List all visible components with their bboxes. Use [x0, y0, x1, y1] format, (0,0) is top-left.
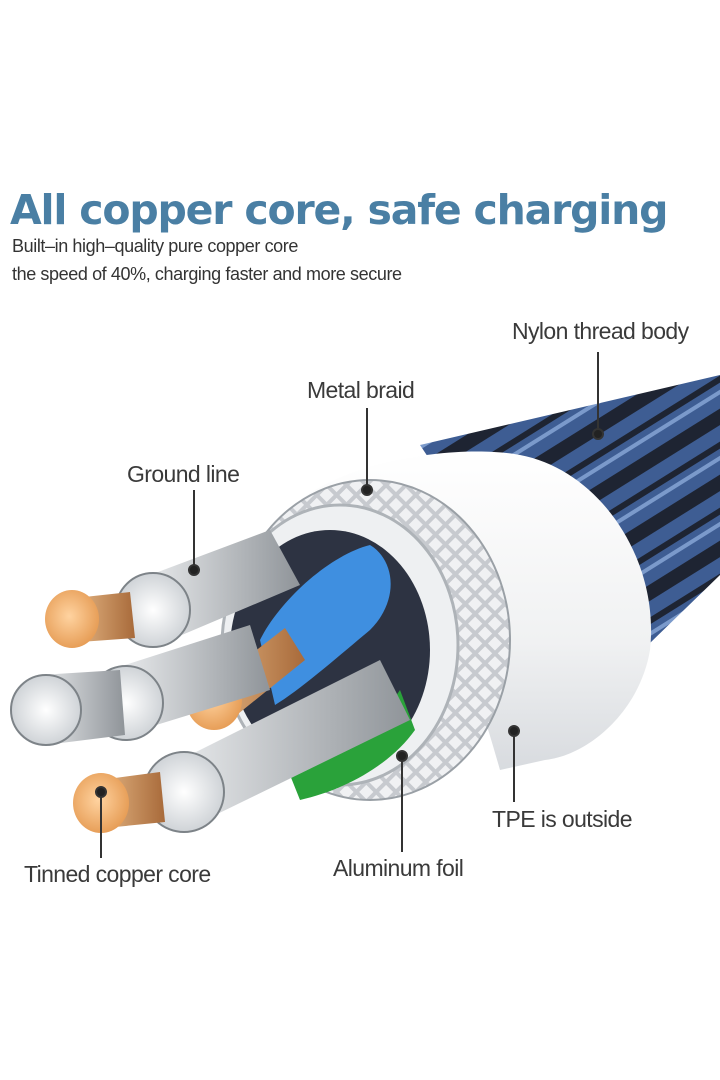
- label-ground-line: Ground line: [127, 461, 240, 487]
- subtitle-line-2: the speed of 40%, charging faster and mo…: [12, 264, 402, 284]
- callout-lines: [95, 352, 604, 858]
- label-tinned-copper-core: Tinned copper core: [24, 861, 211, 887]
- tinned-copper-cores: [45, 590, 165, 833]
- headline: All copper core, safe charging: [10, 186, 668, 234]
- label-aluminum-foil: Aluminum foil: [333, 855, 464, 881]
- label-nylon-thread-body: Nylon thread body: [512, 318, 689, 344]
- stranded-wire-bundles: [10, 530, 410, 833]
- label-tpe-outside: TPE is outside: [492, 806, 632, 832]
- subtitle-line-1: Built–in high–quality pure copper core: [12, 236, 298, 256]
- label-metal-braid: Metal braid: [307, 377, 415, 403]
